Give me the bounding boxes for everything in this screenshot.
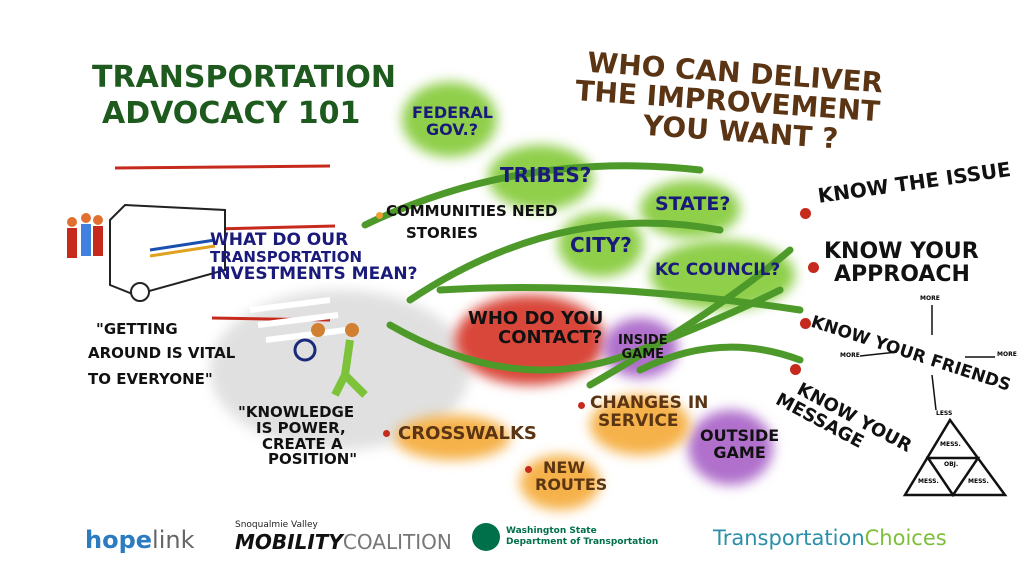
bullet-dot (578, 402, 585, 409)
communities-need-stories: Communities need stories (386, 202, 558, 242)
bullet-dot (383, 430, 390, 437)
friends-label-top: More (920, 295, 940, 302)
bullet-dot (800, 208, 811, 219)
crosswalks-blob (395, 415, 510, 460)
cloud-label-tribes: Tribes? (500, 163, 592, 187)
friends-label-bottom: Less (936, 410, 953, 417)
wsdot-emblem-icon (472, 523, 500, 551)
cloud-label-kc: KC Council? (655, 260, 781, 280)
page-title: Transportation Advocacy 101 (92, 60, 396, 131)
triangle-center: Obj. (944, 461, 959, 468)
investments-question: What do our transportation investments m… (210, 230, 418, 284)
cloud-federal (402, 82, 497, 157)
friends-label-left: More (840, 352, 860, 359)
bus-drawing (109, 203, 226, 302)
crosswalks: Crosswalks (398, 423, 537, 444)
wsdot-logo: Washington State Department of Transport… (472, 523, 658, 551)
know-your-approach: Know your approach (824, 239, 979, 288)
bullet-dot (808, 262, 819, 273)
cloud-label-federal: Federal Gov.? (412, 103, 493, 139)
transportation-choices-logo: TransportationChoices (713, 526, 947, 550)
mobility-coalition-logo: Snoqualmie Valley MOBILITYCOALITION (235, 520, 452, 554)
cloud-label-city: City? (570, 233, 632, 257)
hopelink-logo: hopelink (85, 526, 195, 554)
outside-game: Outside game (700, 426, 780, 462)
who-do-you-contact: Who do you contact? (468, 308, 604, 348)
new-routes: New routes (535, 458, 608, 494)
inside-game: Inside game (618, 333, 668, 362)
bullet-dot (525, 466, 532, 473)
bullet-dot (376, 212, 383, 219)
triangle-left: Mess. (918, 478, 939, 485)
bullet-dot (800, 318, 811, 329)
cloud-label-state: State? (655, 193, 731, 215)
people-drawing (67, 213, 368, 398)
triangle-right: Mess. (968, 478, 989, 485)
triangle-top: Mess. (940, 441, 961, 448)
quote-getting-around: "Getting around is vital to everyone" (88, 320, 236, 388)
new-routes-blob (520, 455, 600, 510)
message-triangle (902, 417, 1008, 498)
changes-in-service: Changes in service (590, 393, 709, 431)
friends-label-right: More (997, 351, 1017, 358)
quote-knowledge: "Knowledge is power, create a position" (238, 403, 358, 469)
changes-blob (590, 395, 690, 455)
outside-game-blob (688, 410, 773, 485)
bullet-dot (790, 364, 801, 375)
